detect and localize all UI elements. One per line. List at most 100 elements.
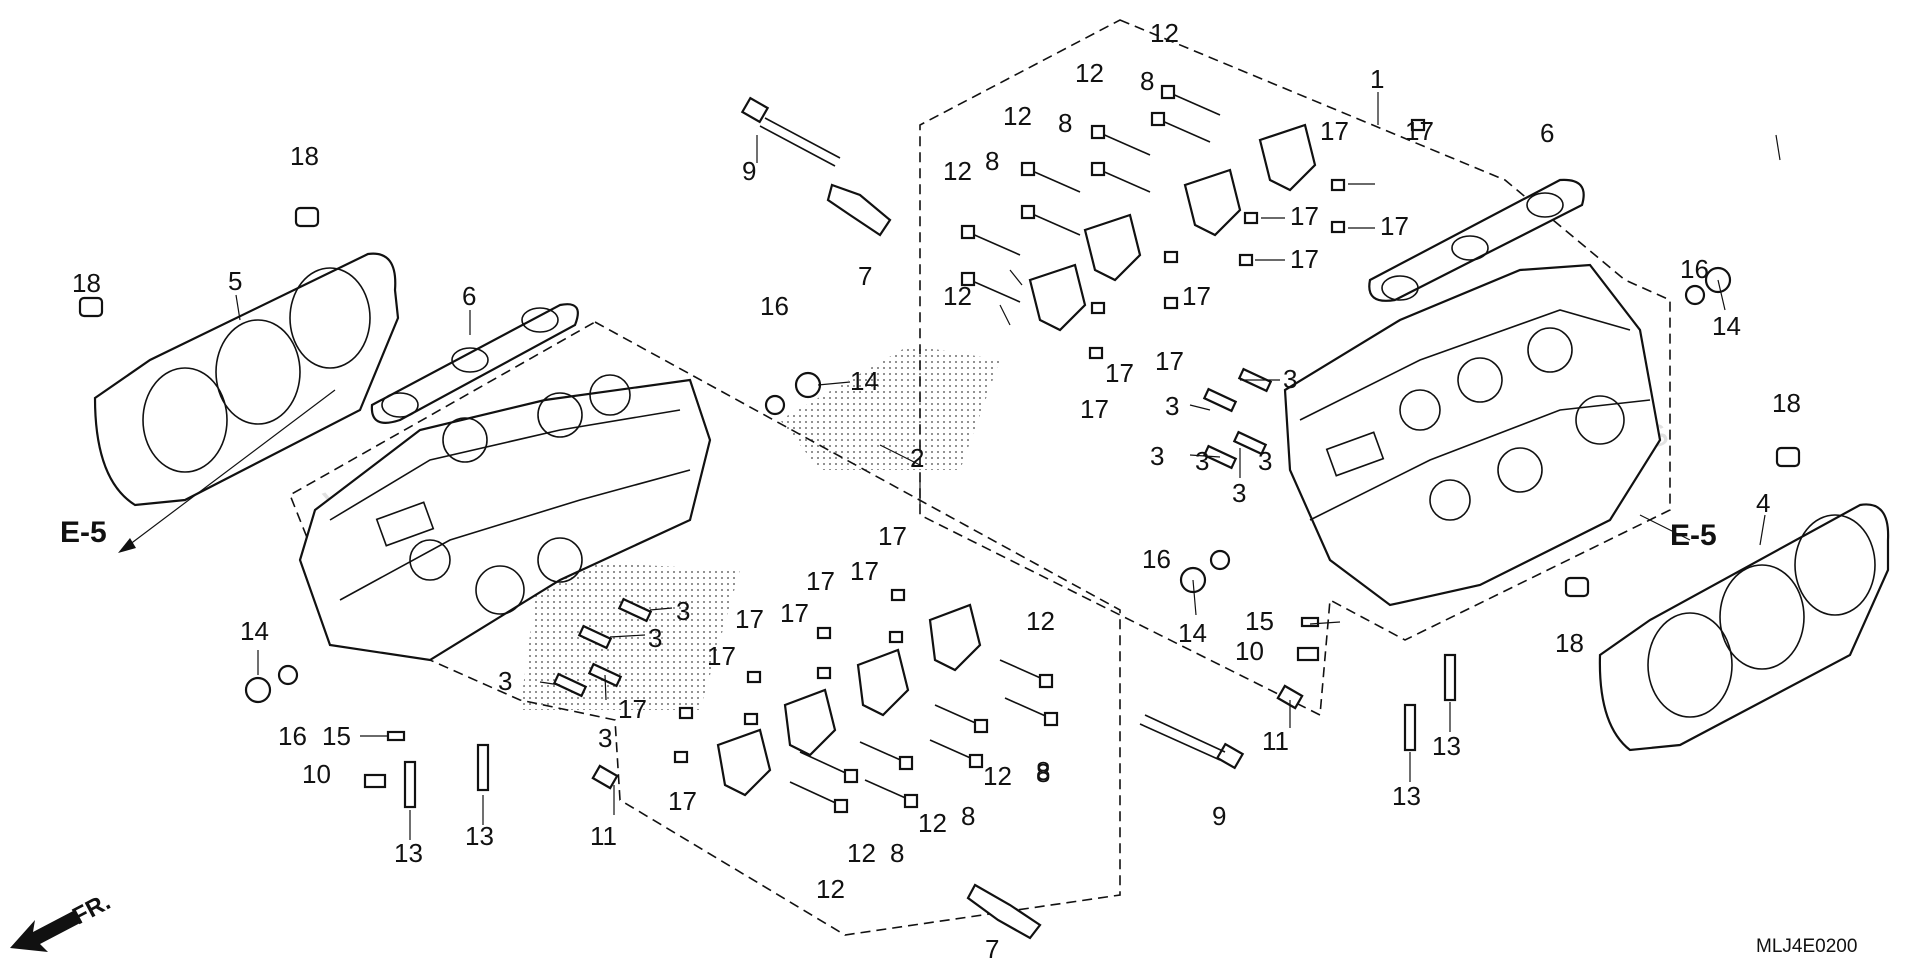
- sealing-cap: [244, 676, 272, 704]
- callout-10: 10: [1235, 636, 1264, 666]
- dowel-sleeve: [617, 597, 653, 623]
- collar: [1238, 253, 1254, 267]
- front-direction-arrow: [10, 910, 82, 952]
- collar: [1243, 211, 1259, 225]
- callout-labels: 1 2 3 3 3 3 3 3 3 3 3 3 4 5 6 6 7 7 8 8 …: [72, 18, 1801, 960]
- holder-bolt: [929, 739, 984, 769]
- callout-17: 17: [735, 604, 764, 634]
- callout-11: 11: [1262, 726, 1289, 756]
- stud-bolt: [1443, 653, 1457, 702]
- callout-2: 2: [910, 443, 924, 473]
- callout-14: 14: [1712, 311, 1741, 341]
- holder-bolt: [999, 659, 1054, 689]
- callout-17: 17: [1080, 394, 1109, 424]
- holder-bolt: [1160, 84, 1221, 116]
- callout-3: 3: [1283, 364, 1297, 394]
- collar: [743, 712, 759, 726]
- callout-12: 12: [983, 761, 1012, 791]
- small-bolt: [1296, 646, 1320, 662]
- right-cylinder-head: [1283, 263, 1662, 607]
- callout-16: 16: [1142, 544, 1171, 574]
- o-ring: [1684, 284, 1706, 306]
- collar: [888, 630, 904, 644]
- callout-12: 12: [847, 838, 876, 868]
- camshaft-holder: [1028, 263, 1087, 332]
- reference-arrow-left: [118, 389, 336, 553]
- holder-bolt: [799, 751, 859, 784]
- collar: [746, 670, 762, 684]
- callout-4: 4: [1756, 488, 1770, 518]
- callout-8: 8: [961, 801, 975, 831]
- right-head-gasket: [1598, 503, 1890, 752]
- callout-6: 6: [462, 281, 476, 311]
- dowel-sleeve: [1232, 430, 1268, 456]
- callout-17: 17: [780, 598, 809, 628]
- camshaft-holder: [783, 688, 837, 757]
- right-exhaust-gasket: [1368, 178, 1585, 302]
- callout-13: 13: [1432, 731, 1461, 761]
- stud-bolt: [476, 743, 490, 792]
- callout-3: 3: [676, 596, 690, 626]
- collar: [1163, 296, 1179, 310]
- callout-11: 11: [590, 821, 617, 851]
- callout-17: 17: [618, 694, 647, 724]
- collar: [1088, 346, 1104, 360]
- collar: [1330, 178, 1346, 192]
- stud-bolt: [403, 760, 417, 809]
- callout-18: 18: [290, 141, 319, 171]
- stud-bolt: [1403, 703, 1417, 752]
- collar: [673, 750, 689, 764]
- callout-9: 9: [742, 156, 756, 186]
- callout-12: 12: [1150, 18, 1179, 48]
- callout-13: 13: [394, 838, 423, 868]
- callout-8: 8: [985, 146, 999, 176]
- holder-bolt: [1090, 124, 1151, 156]
- flange-bolt: [591, 764, 619, 790]
- collar: [678, 706, 694, 720]
- holder-bolt: [1150, 111, 1211, 143]
- holder-bolt: [864, 779, 919, 809]
- callout-3: 3: [1165, 391, 1179, 421]
- spark-plug: [826, 183, 892, 237]
- long-bolt: [740, 96, 841, 167]
- callout-12: 12: [943, 156, 972, 186]
- sealing-cap: [794, 371, 822, 399]
- holder-bolt: [1020, 161, 1081, 193]
- small-bolt: [386, 730, 406, 742]
- camshaft-holder: [1258, 123, 1317, 192]
- callout-1: 1: [1370, 64, 1384, 94]
- callout-17: 17: [1155, 346, 1184, 376]
- leader-lines: [235, 92, 1781, 840]
- reference-label-right: E-5: [1670, 519, 1717, 552]
- callout-15: 15: [1245, 606, 1274, 636]
- holder-bolt: [1004, 697, 1059, 727]
- stipple-area-upper: [780, 345, 1000, 470]
- callout-3: 3: [1150, 441, 1164, 471]
- spark-plug: [966, 883, 1042, 940]
- callout-8: 8: [1140, 66, 1154, 96]
- holder-bolt: [789, 781, 849, 814]
- dowel-pin: [78, 296, 104, 318]
- holder-bolt: [934, 704, 989, 734]
- camshaft-holder: [928, 603, 982, 672]
- callout-3: 3: [648, 623, 662, 653]
- left-head-gasket: [93, 252, 400, 507]
- reference-arrow-right: [1639, 514, 1691, 541]
- callout-14: 14: [850, 366, 879, 396]
- callout-8: 8: [1036, 756, 1050, 786]
- callout-17: 17: [1290, 244, 1319, 274]
- small-bolt: [1300, 616, 1320, 628]
- reference-label-left: E-5: [60, 516, 107, 549]
- collar: [1330, 220, 1346, 234]
- collar: [890, 588, 906, 602]
- callout-3: 3: [598, 723, 612, 753]
- left-exhaust-gasket: [370, 303, 579, 424]
- callout-12: 12: [1003, 101, 1032, 131]
- collar: [1410, 118, 1426, 132]
- small-bolt: [363, 773, 387, 789]
- callout-17: 17: [1290, 201, 1319, 231]
- holder-bolt: [960, 224, 1021, 256]
- dowel-sleeve: [577, 624, 613, 650]
- callout-17: 17: [1405, 116, 1434, 146]
